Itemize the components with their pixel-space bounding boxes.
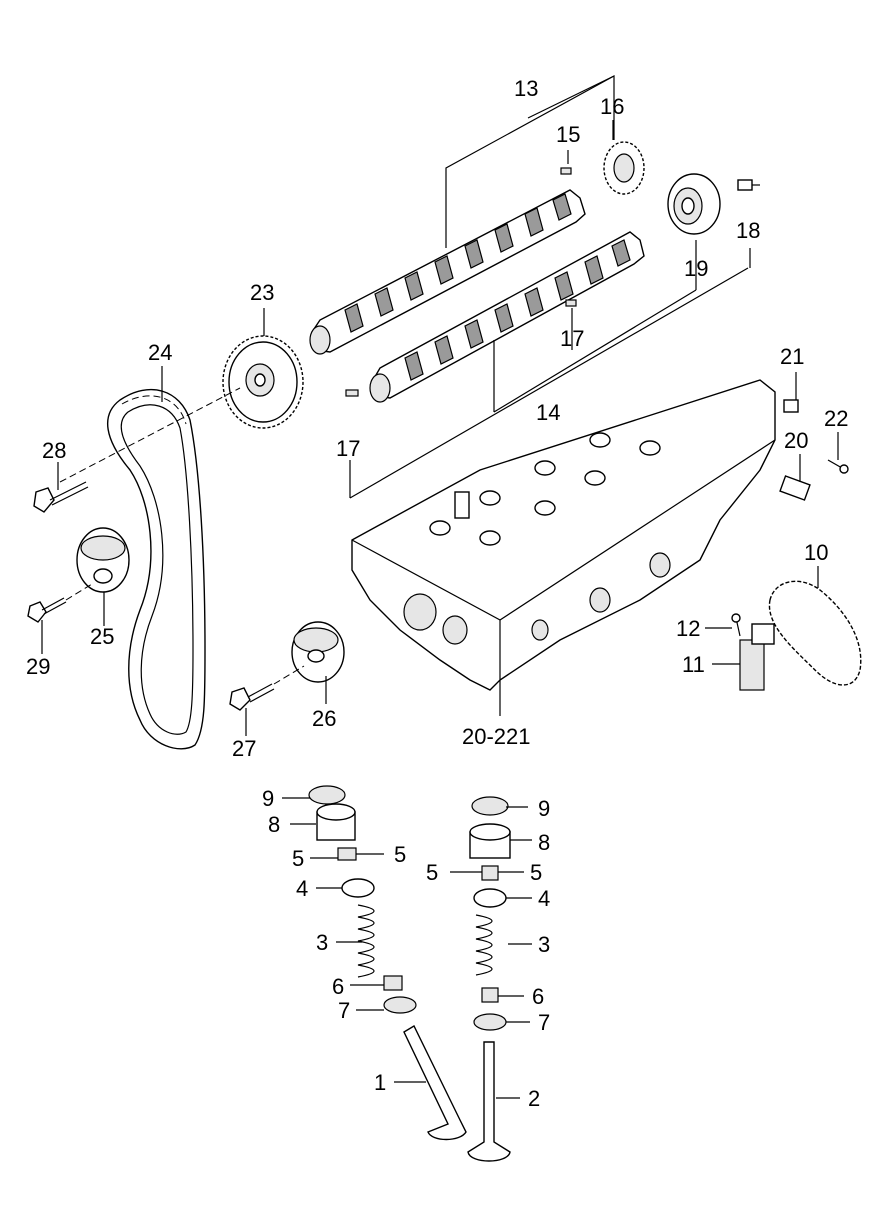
retainer-4-left[interactable] (341, 878, 375, 898)
cvvt-assembly-19[interactable] (667, 173, 721, 235)
label-5-right-b: 5 (530, 860, 542, 885)
tappet-8-left[interactable] (316, 803, 356, 841)
valve-spring-3-right[interactable] (475, 914, 493, 976)
label-11: 11 (682, 652, 705, 677)
label-23: 23 (250, 280, 274, 305)
label-8-left: 8 (268, 812, 280, 837)
label-7-right: 7 (538, 1010, 550, 1035)
label-7-left: 7 (338, 998, 350, 1023)
retainer-lock-5-left[interactable] (337, 847, 357, 861)
label-6-right: 6 (532, 984, 544, 1009)
label-9-right: 9 (538, 796, 550, 821)
label-8-right: 8 (538, 830, 550, 855)
shim-9-left[interactable] (308, 785, 346, 805)
bolt-12[interactable] (731, 613, 741, 637)
label-21: 21 (780, 344, 804, 369)
label-1: 1 (374, 1070, 386, 1095)
label-4-left: 4 (296, 876, 308, 901)
label-9-left: 9 (262, 786, 274, 811)
label-6-left: 6 (332, 974, 344, 999)
label-14: 14 (536, 400, 560, 425)
label-27: 27 (232, 736, 256, 761)
tensioner-pulley[interactable] (76, 527, 130, 593)
chain-tensioner-11[interactable] (739, 623, 775, 691)
label-16: 16 (600, 94, 624, 119)
valve-spring-3-left[interactable] (357, 904, 375, 978)
label-5-left-b: 5 (394, 842, 406, 867)
timing-belt[interactable] (106, 389, 206, 750)
label-ref-20-221: 20-221 (462, 724, 531, 749)
label-24: 24 (148, 340, 172, 365)
label-26: 26 (312, 706, 336, 731)
intake-camshaft[interactable] (309, 189, 586, 355)
label-19: 19 (684, 256, 708, 281)
pin-17-lower[interactable] (345, 389, 359, 397)
retainer-4-right[interactable] (473, 888, 507, 908)
retainer-lock-5-right[interactable] (481, 865, 499, 881)
cylinder-head[interactable] (351, 379, 776, 691)
part-labels: 13 15 16 18 19 17 23 24 14 17 28 21 22 2… (26, 76, 848, 1111)
label-3-left: 3 (316, 930, 328, 955)
key-15[interactable] (560, 167, 572, 175)
label-12: 12 (676, 616, 700, 641)
label-17-upper: 17 (560, 326, 584, 351)
plug-21[interactable] (783, 399, 799, 413)
exhaust-camshaft[interactable] (369, 231, 645, 403)
label-4-right: 4 (538, 886, 550, 911)
intake-valve-1[interactable] (403, 1025, 467, 1141)
valve-seal-6-left[interactable] (383, 975, 403, 991)
spring-seat-7-left[interactable] (383, 996, 417, 1014)
label-22: 22 (824, 406, 848, 431)
label-29: 29 (26, 654, 50, 679)
label-2: 2 (528, 1086, 540, 1111)
spring-seat-7-right[interactable] (473, 1013, 507, 1031)
label-18: 18 (736, 218, 760, 243)
bolt-22[interactable] (827, 459, 849, 474)
center-lines (59, 387, 305, 685)
label-25: 25 (90, 624, 114, 649)
label-10: 10 (804, 540, 828, 565)
label-5-right-a: 5 (426, 860, 438, 885)
bolt-27[interactable] (229, 683, 275, 711)
label-3-right: 3 (538, 932, 550, 957)
leader-lines (41, 74, 839, 1099)
idler-pulley[interactable] (291, 621, 345, 683)
label-28: 28 (42, 438, 66, 463)
label-17-lower: 17 (336, 436, 360, 461)
pin-17-upper[interactable] (565, 299, 577, 307)
bolt-28[interactable] (33, 481, 89, 513)
label-20: 20 (784, 428, 808, 453)
tappet-8-right[interactable] (469, 823, 511, 859)
bolt-29[interactable] (27, 597, 67, 623)
exhaust-valve-2[interactable] (467, 1041, 511, 1162)
shim-9-right[interactable] (471, 796, 509, 816)
timing-chain-10[interactable] (768, 580, 862, 686)
camshaft-sprocket[interactable] (222, 335, 304, 429)
oil-control-valve-20[interactable] (779, 475, 811, 501)
label-13: 13 (514, 76, 538, 101)
camshaft-gear-16[interactable] (603, 141, 645, 195)
valve-seal-6-right[interactable] (481, 987, 499, 1003)
label-5-left-a: 5 (292, 846, 304, 871)
label-15: 15 (556, 122, 580, 147)
bolt-18[interactable] (737, 179, 760, 191)
